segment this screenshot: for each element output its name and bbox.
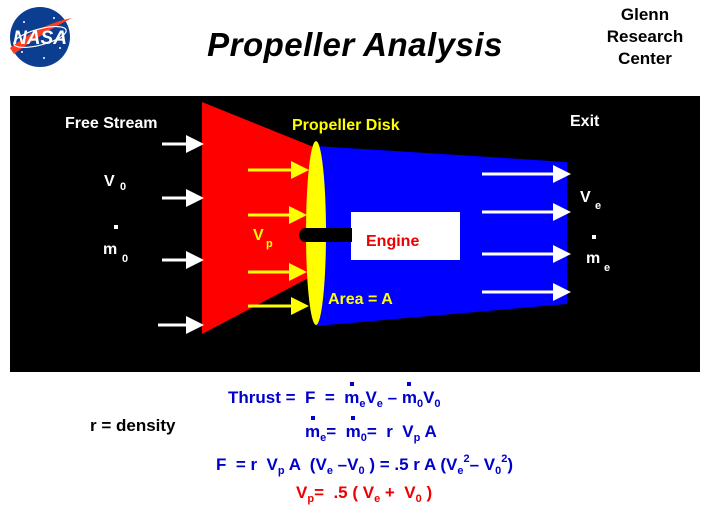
nasa-logo: NASA bbox=[10, 7, 72, 67]
me-symbol: m bbox=[586, 250, 600, 267]
nasa-logo-text: NASA bbox=[13, 28, 67, 49]
center-name: Glenn Research Center bbox=[590, 4, 700, 70]
propeller-velocity-equation: Vp= .5 ( Ve + V0 ) bbox=[296, 483, 433, 505]
me-dot-mark bbox=[592, 235, 596, 239]
center-name-line: Glenn bbox=[620, 5, 670, 24]
v0-symbol: V bbox=[104, 173, 115, 190]
exit-label: Exit bbox=[570, 113, 600, 130]
thrust-equation: Thrust = F = meVe – m0V0 bbox=[228, 382, 441, 410]
m0-dot-mark bbox=[114, 225, 118, 229]
center-name-line: Center bbox=[618, 49, 672, 68]
area-label: Area = A bbox=[328, 291, 393, 308]
propeller-flow-diagram: Engine Free Stream Propeller Disk Exit A… bbox=[10, 96, 700, 372]
propeller-disk-label: Propeller Disk bbox=[292, 117, 400, 134]
vp-subscript: p bbox=[266, 238, 273, 250]
engine-label: Engine bbox=[366, 233, 419, 250]
free-stream-label: Free Stream bbox=[65, 115, 158, 132]
mass-flow-equation: me= m0= r Vp A bbox=[305, 416, 437, 444]
density-text: = density bbox=[96, 416, 176, 435]
v0-subscript: 0 bbox=[120, 181, 126, 193]
vp-symbol: V bbox=[253, 227, 264, 244]
density-symbol: r bbox=[90, 416, 97, 435]
thrust-lead: Thrust = bbox=[228, 388, 296, 407]
page-title: Propeller Analysis bbox=[207, 26, 503, 63]
force-equation: F = r Vp A (Ve –V0 ) = .5 r A (Ve2– V02) bbox=[216, 453, 514, 477]
me-subscript: e bbox=[604, 262, 610, 274]
engine-box bbox=[351, 212, 460, 260]
center-name-line: Research bbox=[606, 27, 684, 46]
m0-subscript: 0 bbox=[122, 253, 128, 265]
engine-shaft bbox=[299, 228, 352, 242]
m0-symbol: m bbox=[103, 241, 117, 258]
ve-subscript: e bbox=[595, 200, 601, 212]
ve-symbol: V bbox=[580, 189, 591, 206]
density-note: r = density bbox=[90, 416, 176, 436]
free-stream-region bbox=[202, 102, 316, 334]
